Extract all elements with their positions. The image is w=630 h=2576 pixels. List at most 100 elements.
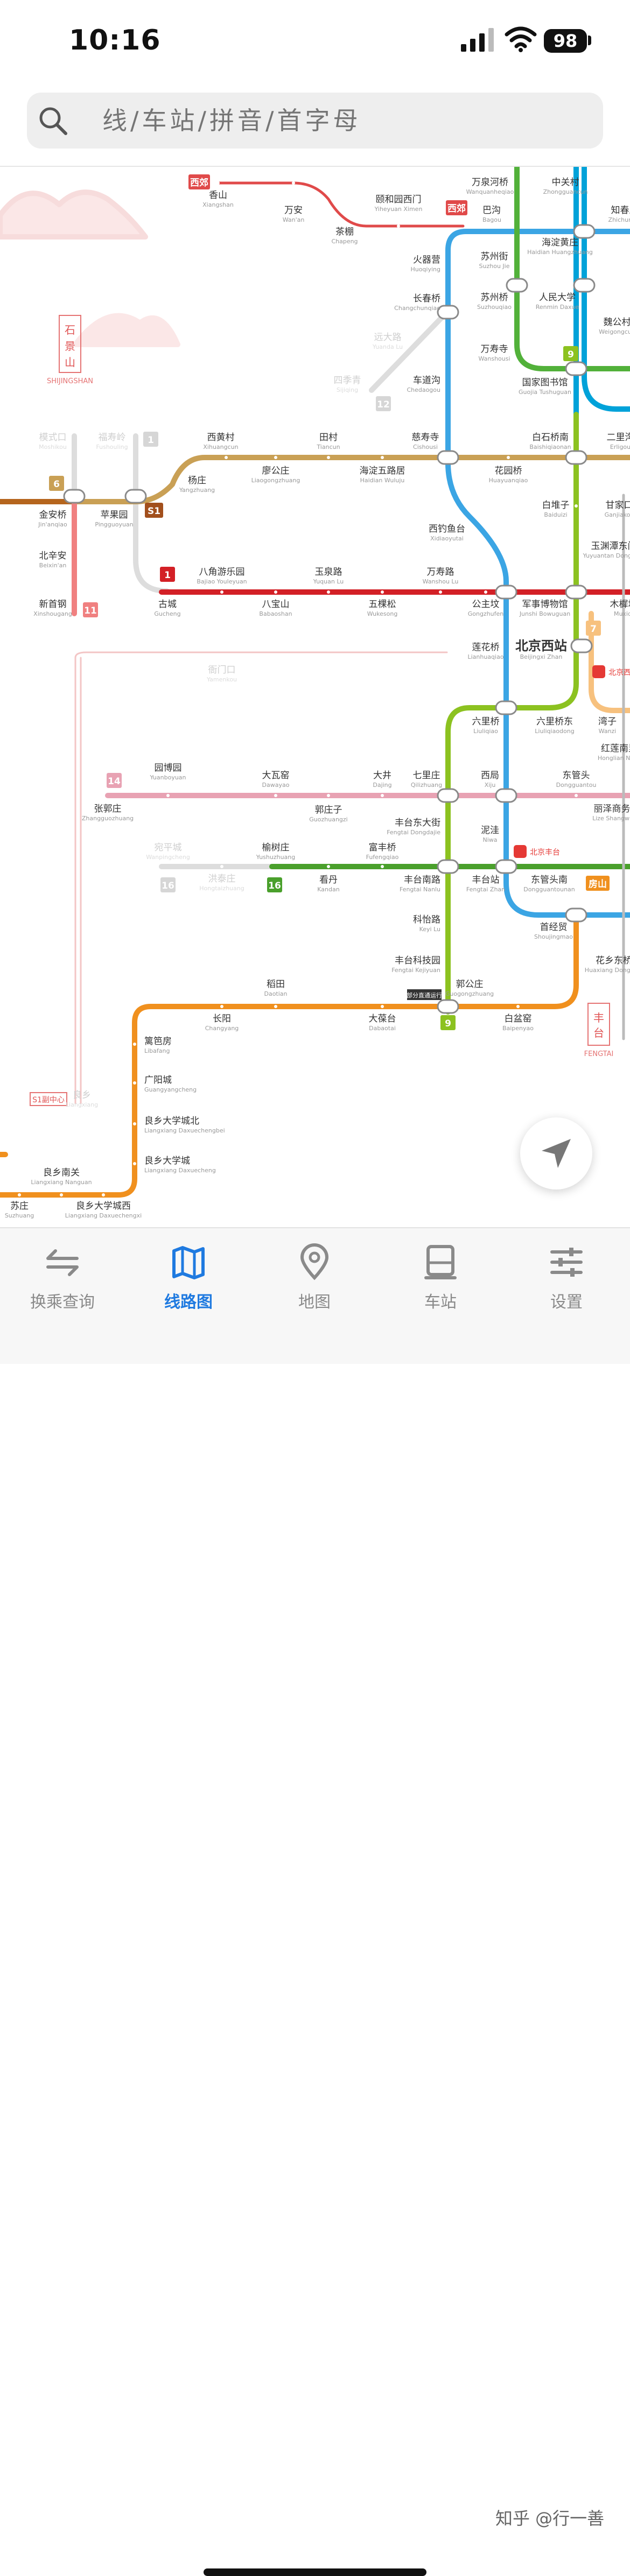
locate-button[interactable] — [520, 1117, 592, 1190]
station-guozhuangzi-name: 郭庄子 — [315, 805, 342, 815]
station-dot[interactable] — [274, 456, 277, 459]
station-dot[interactable] — [327, 794, 330, 797]
interchange-node[interactable] — [438, 789, 458, 802]
station-dot[interactable] — [484, 590, 487, 594]
tab-line-map[interactable]: 线路图 — [135, 1243, 242, 1319]
station-dot[interactable] — [274, 1005, 277, 1008]
district-label-fengtai: 台 — [593, 1026, 604, 1039]
station-dot[interactable] — [516, 1005, 520, 1008]
station-yamenkou-pinyin: Yamenkou — [206, 676, 237, 683]
interchange-node[interactable] — [566, 909, 586, 921]
interchange-node[interactable] — [496, 789, 516, 802]
interchange-node[interactable] — [571, 639, 592, 652]
station-suzhouqiao-name: 苏州桥 — [481, 292, 508, 303]
station-dot[interactable] — [327, 590, 330, 594]
mountain-art — [0, 192, 145, 237]
interchange-node[interactable] — [496, 701, 516, 714]
subway-map-canvas[interactable]: 石景山SHIJINGSHAN丰台FENGTAI西郊西郊91216S1111714… — [0, 167, 630, 1227]
search-bar[interactable] — [27, 93, 603, 149]
station-yamenkou-name: 衙门口 — [208, 665, 236, 675]
station-dot[interactable] — [292, 181, 295, 185]
interchange-node[interactable] — [566, 586, 586, 599]
station-dot[interactable] — [220, 590, 223, 594]
station-liangxiang-daxuecheng-name: 良乡大学城 — [144, 1156, 190, 1166]
station-dot[interactable] — [381, 794, 384, 797]
station-dot[interactable] — [381, 865, 384, 868]
station-dot[interactable] — [18, 1193, 21, 1196]
interchange-node[interactable] — [438, 860, 458, 873]
line-badge-xijiao-label: 西郊 — [447, 203, 466, 214]
tab-transfer[interactable]: 换乘查询 — [9, 1243, 116, 1319]
search-input[interactable] — [75, 93, 608, 149]
station-gucheng-pinyin: Gucheng — [154, 610, 180, 617]
station-chapeng-name: 茶棚 — [335, 227, 354, 237]
station-chapeng-pinyin: Chapeng — [331, 238, 358, 245]
station-xiangshan-name: 香山 — [209, 190, 227, 201]
station-dot[interactable] — [274, 794, 277, 797]
station-dot[interactable] — [397, 224, 400, 228]
station-dot[interactable] — [439, 590, 442, 594]
station-dot[interactable] — [274, 590, 277, 594]
station-liangxiang-nanguan-pinyin: Liangxiang Nanguan — [31, 1179, 92, 1186]
station-dot[interactable] — [102, 1193, 105, 1196]
station-dot[interactable] — [343, 224, 346, 228]
station-yuquan-lu-pinyin: Yuquan Lu — [313, 578, 344, 585]
station-babaoshan-pinyin: Babaoshan — [259, 610, 292, 617]
railway-station-icon — [514, 845, 527, 858]
interchange-node[interactable] — [496, 860, 516, 873]
station-dot[interactable] — [381, 456, 384, 459]
line-badge-line12-label: 12 — [377, 399, 390, 410]
station-shoujingmao-name: 首经贸 — [540, 922, 568, 933]
interchange-node[interactable] — [507, 279, 527, 292]
station-dot[interactable] — [166, 794, 170, 797]
station-qilizhuang-pinyin: Qilizhuang — [411, 782, 442, 789]
line-badge-line11-label: 11 — [84, 606, 97, 616]
station-dot[interactable] — [583, 284, 586, 287]
station-niwa-pinyin: Niwa — [482, 836, 497, 843]
interchange-node[interactable] — [574, 225, 594, 238]
interchange-node[interactable] — [566, 451, 586, 464]
station-xiju-name: 西局 — [481, 770, 499, 781]
station-dot[interactable] — [507, 456, 510, 459]
station-dot[interactable] — [575, 504, 578, 508]
interchange-node[interactable] — [438, 451, 458, 464]
station-dot[interactable] — [133, 1162, 136, 1165]
station-dot[interactable] — [327, 865, 330, 868]
interchange-node[interactable] — [438, 306, 458, 319]
station-wanpingcheng-pinyin: Wanpingcheng — [146, 854, 190, 861]
station-liangxiang-daxuechengxi-pinyin: Liangxiang Daxuechengxi — [65, 1212, 142, 1219]
station-qilizhuang-name: 七里庄 — [413, 770, 440, 781]
station-dot[interactable] — [216, 181, 220, 185]
navigation-arrow-icon — [540, 1137, 573, 1170]
station-dot[interactable] — [225, 456, 228, 459]
station-dajing-pinyin: Dajing — [373, 782, 391, 789]
station-dot[interactable] — [575, 794, 578, 797]
station-dot[interactable] — [381, 1005, 384, 1008]
interchange-node[interactable] — [125, 490, 146, 503]
station-daotian-pinyin: Daotian — [264, 990, 287, 997]
station-dot[interactable] — [220, 865, 223, 868]
station-dot[interactable] — [133, 1122, 136, 1125]
district-label-shijingshan: 景 — [65, 340, 75, 353]
station-wanshousi-name: 万寿寺 — [481, 344, 508, 355]
station-dot[interactable] — [381, 590, 384, 594]
station-fengtai-dongdajie-name: 丰台东大街 — [395, 818, 440, 828]
tab-station[interactable]: 车站 — [387, 1243, 494, 1319]
station-dot[interactable] — [133, 1081, 136, 1085]
station-dot[interactable] — [327, 456, 330, 459]
interchange-node[interactable] — [438, 1000, 458, 1013]
station-wanshou-lu-pinyin: Wanshou Lu — [423, 578, 459, 585]
interchange-node[interactable] — [64, 490, 85, 503]
interchange-node[interactable] — [566, 362, 586, 375]
interchange-node[interactable] — [496, 586, 516, 599]
station-dabaotai-pinyin: Dabaotai — [369, 1025, 396, 1032]
station-dongguantounan-name: 东管头南 — [531, 875, 568, 885]
station-dot[interactable] — [133, 1043, 136, 1046]
station-dot[interactable] — [60, 1193, 63, 1196]
station-huayuanqiao-pinyin: Huayuanqiao — [489, 477, 528, 484]
tab-map[interactable]: 地图 — [261, 1243, 368, 1319]
station-dot[interactable] — [220, 1005, 223, 1008]
district-label-shijingshan: 石 — [65, 323, 75, 336]
tab-settings[interactable]: 设置 — [513, 1243, 620, 1319]
